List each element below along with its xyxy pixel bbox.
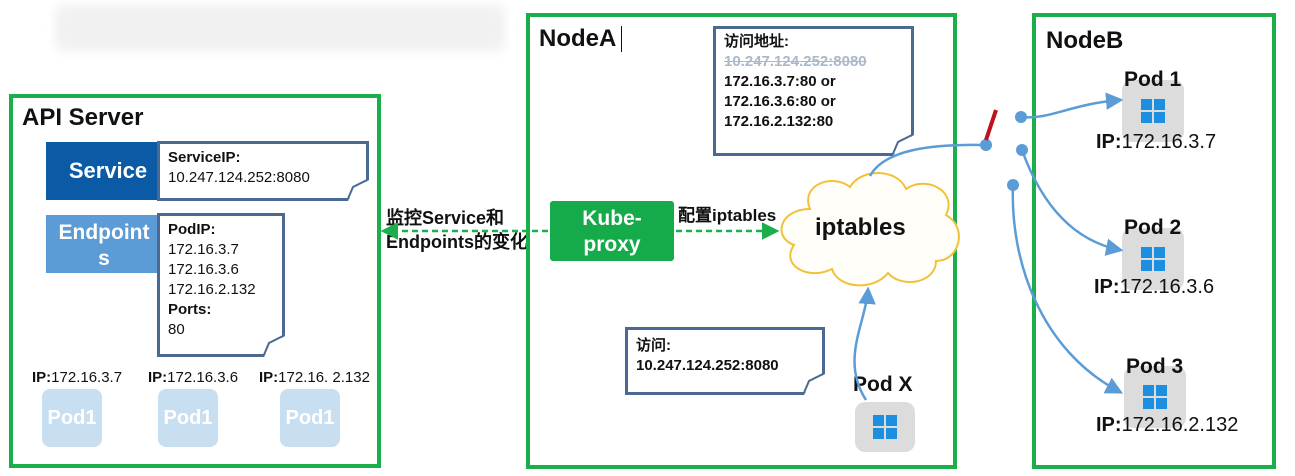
windows-icon xyxy=(1141,99,1165,123)
api-pod-3: Pod1 xyxy=(280,389,340,447)
node-b-pod-3 xyxy=(1124,366,1186,428)
switch-contact-2 xyxy=(1016,144,1028,156)
switch-contact-input xyxy=(980,139,992,151)
node-b-pod-3-ip: IP:172.16.2.132 xyxy=(1096,414,1239,436)
endpoint-ip-2: 172.16.3.6 xyxy=(168,261,239,278)
note-fold-icon xyxy=(803,373,825,395)
access-address-line-1: 172.16.3.7:80 or xyxy=(724,73,836,90)
note-fold-icon xyxy=(892,134,914,156)
api-pod-2-ip: IP:172.16.3.6 xyxy=(148,369,239,386)
service-block: Service xyxy=(46,142,170,200)
node-b-pod-1-label: Pod 1 xyxy=(1124,68,1182,91)
node-b-pod-1 xyxy=(1122,80,1184,142)
node-b-pod-2-label: Pod 2 xyxy=(1124,216,1182,239)
node-b-pod-3-label: Pod 3 xyxy=(1126,355,1184,378)
api-pod-3-ip: IP:172.16. 2.132 xyxy=(259,369,370,386)
switch-contact-3 xyxy=(1007,179,1019,191)
client-access-value: 10.247.124.252:8080 xyxy=(636,357,779,374)
access-address-line-2: 172.16.3.6:80 or xyxy=(724,93,836,110)
ports-key: Ports: xyxy=(168,301,212,318)
iptables-cloud xyxy=(780,172,960,287)
node-b-pod-2 xyxy=(1122,228,1184,290)
kube-proxy-line1: Kube- xyxy=(582,207,642,230)
pod-x xyxy=(855,402,915,452)
text-cursor xyxy=(621,26,622,52)
switch-contact-1 xyxy=(1015,111,1027,123)
service-label: Service xyxy=(68,158,148,183)
node-b-title: NodeB xyxy=(1046,27,1124,54)
windows-icon xyxy=(1143,385,1167,409)
api-pod-2: Pod1 xyxy=(158,389,218,447)
api-server-frame xyxy=(9,94,381,468)
pod-x-label: Pod X xyxy=(853,373,913,396)
kube-proxy-block: Kube- proxy xyxy=(550,201,674,261)
access-address-struck: 10.247.124.252:8080 xyxy=(724,53,867,70)
api-pod-1: Pod1 xyxy=(42,389,102,447)
endpoints-block: Endpoint s xyxy=(46,215,162,273)
service-ip-value: 10.247.124.252:8080 xyxy=(168,169,310,186)
switch-lever xyxy=(984,109,998,141)
endpoint-ip-3: 172.16.2.132 xyxy=(168,281,256,298)
faded-banner xyxy=(55,5,505,51)
api-server-title: API Server xyxy=(22,104,144,131)
node-b-pod-1-ip: IP:172.16.3.7 xyxy=(1096,131,1217,153)
client-access-title: 访问: xyxy=(636,337,671,354)
api-pod-1-ip: IP:172.16.3.7 xyxy=(32,369,123,386)
service-ip-key: ServiceIP: xyxy=(168,149,241,166)
access-address-note: 访问地址: 10.247.124.252:8080 172.16.3.7:80 … xyxy=(713,26,914,156)
client-access-note: 访问: 10.247.124.252:8080 xyxy=(625,327,825,395)
podip-key: PodIP: xyxy=(168,221,216,238)
note-fold-icon xyxy=(347,179,369,201)
node-a-title: NodeA xyxy=(539,25,617,52)
watch-label: 监控Service和 Endpoints的变化 xyxy=(386,208,528,252)
config-iptables-label: 配置iptables xyxy=(678,206,777,225)
ports-value: 80 xyxy=(168,321,185,338)
endpoints-label-line1: Endpoint xyxy=(58,221,150,244)
access-address-line-3: 172.16.2.132:80 xyxy=(724,113,834,130)
endpoint-ip-1: 172.16.3.7 xyxy=(168,241,239,258)
service-note: ServiceIP: 10.247.124.252:8080 xyxy=(157,141,369,201)
note-fold-icon xyxy=(263,335,285,357)
access-address-title: 访问地址: xyxy=(724,33,789,50)
kube-proxy-line2: proxy xyxy=(583,233,641,256)
windows-icon xyxy=(873,415,897,439)
iptables-label: iptables xyxy=(815,214,906,241)
windows-icon xyxy=(1141,247,1165,271)
endpoints-label-line2: s xyxy=(98,247,110,270)
node-b-pod-2-ip: IP:172.16.3.6 xyxy=(1094,276,1215,298)
endpoints-note: PodIP: 172.16.3.7 172.16.3.6 172.16.2.13… xyxy=(157,213,285,357)
